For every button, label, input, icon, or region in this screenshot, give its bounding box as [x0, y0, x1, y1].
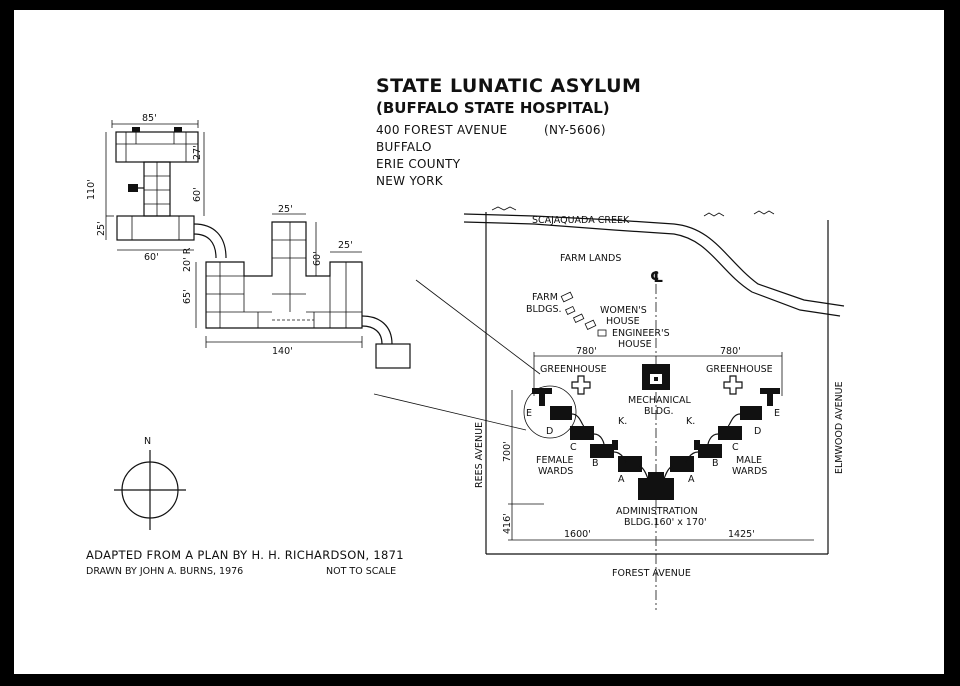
title-state: NEW YORK: [376, 174, 444, 188]
site-plan-drawing: STATE LUNATIC ASYLUM (BUFFALO STATE HOSP…: [86, 75, 845, 610]
womens-house-label-2: HOUSE: [606, 316, 640, 327]
greenhouse-left-label: GREENHOUSE: [540, 364, 607, 375]
rees-avenue-label: REES AVENUE: [474, 422, 485, 488]
title-city: BUFFALO: [376, 140, 432, 154]
male-wards-label-1: MALE: [736, 455, 762, 466]
front-left-dim: 1600': [564, 529, 591, 540]
ward-d-left: D: [546, 426, 553, 437]
title-address: 400 FOREST AVENUE: [376, 123, 507, 137]
ward-e-right: E: [774, 408, 780, 419]
creek-bank-lower: [463, 221, 841, 317]
engineers-house-label-1: ENGINEER'S: [612, 328, 670, 339]
credit-drawn: DRAWN BY JOHN A. BURNS, 1976: [86, 566, 243, 577]
dim-base-width: 60': [144, 252, 159, 263]
front-right-dim: 1425': [728, 529, 755, 540]
farm-bldgs-label-2: BLDGS.: [526, 304, 562, 315]
admin-label-1: ADMINISTRATION: [616, 506, 698, 517]
ward-e-left: E: [526, 408, 532, 419]
engineers-house-label-2: HOUSE: [618, 339, 652, 350]
ward-c-right: C: [732, 442, 739, 453]
detail-plan: 85' 110' 25' 27' 60' 60' 20' R 25' 60' 2…: [86, 113, 411, 369]
female-wards-label-2: WARDS: [538, 466, 573, 477]
ward-k-right: K.: [686, 416, 695, 427]
site-plan: SCAJAQUADA CREEK FARM LANDS ℄ FARM BLDGS…: [463, 206, 845, 610]
depth-416-dim: 416': [502, 513, 513, 534]
dim-lower-width: 140': [272, 346, 293, 357]
title-code: (NY-5606): [544, 123, 606, 137]
right-span-dim: 780': [720, 346, 741, 357]
creek-bank-upper: [463, 213, 845, 307]
dim-wing-width: 25': [278, 204, 293, 215]
creek-label: SCAJAQUADA CREEK: [532, 215, 630, 226]
detail-base: [116, 215, 195, 241]
male-wards-label-2: WARDS: [732, 466, 767, 477]
elmwood-avenue-label: ELMWOOD AVENUE: [834, 381, 845, 474]
ward-c-left: C: [570, 442, 577, 453]
dim-overall-depth: 110': [86, 179, 97, 200]
dim-end-width: 25': [338, 240, 353, 251]
greenhouse-right: [723, 375, 743, 395]
credit-scale: NOT TO SCALE: [326, 566, 396, 577]
female-wards-label-1: FEMALE: [536, 455, 573, 466]
mechanical-label-2: BLDG.: [644, 406, 674, 417]
forest-avenue-label: FOREST AVENUE: [612, 568, 691, 579]
dim-wing-depth: 60': [312, 251, 323, 266]
centerline-symbol: ℄: [650, 268, 663, 286]
title-county: ERIE COUNTY: [376, 157, 461, 171]
left-span-dim: 780': [576, 346, 597, 357]
title-main: STATE LUNATIC ASYLUM: [376, 75, 641, 97]
mechanical-label-1: MECHANICAL: [628, 395, 692, 406]
ward-b-left: B: [592, 458, 599, 469]
north-arrow: N: [114, 436, 186, 530]
farm-bldgs-label-1: FARM: [532, 292, 558, 303]
title-sub: (BUFFALO STATE HOSPITAL): [376, 99, 610, 117]
detail-callout-circle: [523, 385, 577, 439]
north-label: N: [144, 436, 151, 447]
greenhouse-left: [571, 375, 591, 395]
womens-house-label-1: WOMEN'S: [600, 305, 647, 316]
dim-lower-depth: 65': [182, 289, 193, 304]
credit-adapted: ADAPTED FROM A PLAN BY H. H. RICHARDSON,…: [86, 548, 404, 562]
dim-base-depth: 25': [96, 221, 107, 236]
admin-label-2: BLDG.160' x 170': [624, 517, 707, 528]
dim-top-width: 85': [142, 113, 157, 124]
ward-a-right: A: [688, 474, 695, 485]
dim-radius: 20' R: [182, 247, 193, 272]
administration-bldg: [638, 478, 674, 500]
ward-d-right: D: [754, 426, 761, 437]
drawing-sheet: STATE LUNATIC ASYLUM (BUFFALO STATE HOSP…: [14, 10, 944, 674]
ward-k-left: K.: [618, 416, 627, 427]
detail-leader-top: [415, 279, 541, 375]
dim-top-depth: 27': [192, 145, 203, 160]
ward-a-left: A: [618, 474, 625, 485]
farm-lands-label: FARM LANDS: [560, 253, 621, 264]
depth-700-dim: 700': [502, 441, 513, 462]
dim-stem-depth: 60': [192, 187, 203, 202]
greenhouse-right-label: GREENHOUSE: [706, 364, 773, 375]
detail-leader-bottom: [373, 393, 527, 431]
ward-b-right: B: [712, 458, 719, 469]
